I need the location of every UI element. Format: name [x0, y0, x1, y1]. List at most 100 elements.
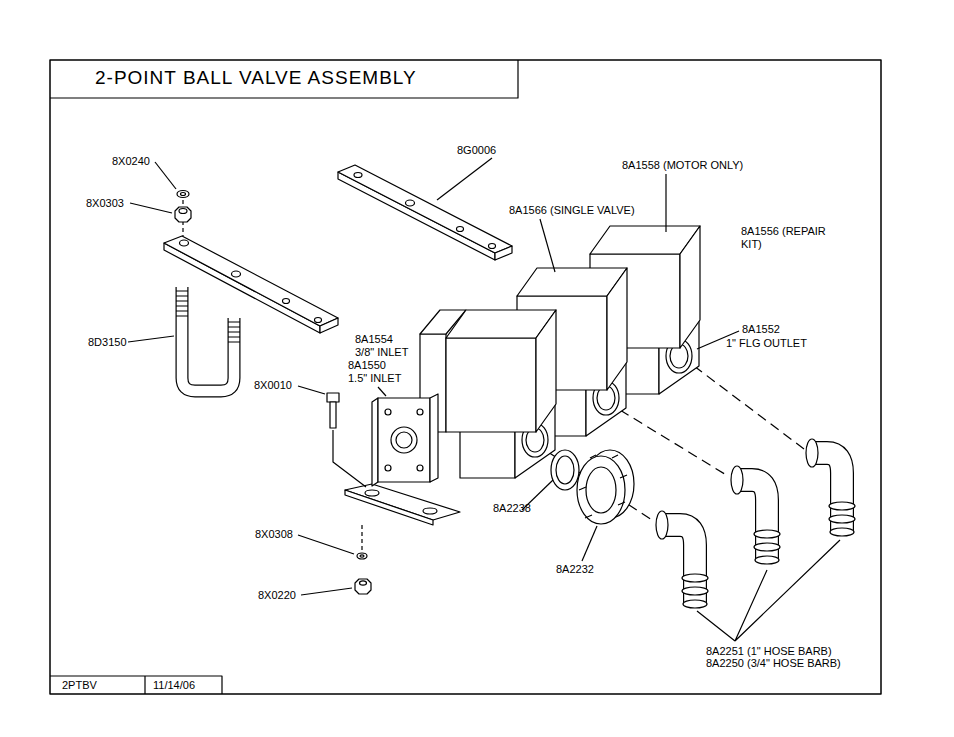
top-bar: [406, 200, 415, 206]
inlet-bracket: [345, 394, 460, 525]
leader-lines: [128, 158, 840, 641]
hose-barbs: [829, 502, 855, 510]
part-number: 8X0010: [254, 379, 292, 392]
leader-lines: [301, 588, 352, 595]
bolt-washer-nut: [360, 555, 364, 557]
sheet-frame: [50, 60, 881, 694]
sheet-frame: [50, 60, 518, 98]
inlet-bracket: [396, 432, 412, 448]
bolt-washer-nut: [357, 553, 367, 559]
inlet-bracket: [417, 465, 423, 471]
bolt-washer-nut: [327, 393, 371, 594]
hose-barbs: [755, 556, 779, 564]
valve-unit-1: [446, 338, 536, 432]
washer-and-nut: [181, 193, 186, 196]
sheet-frame: [50, 676, 222, 694]
mounting-bar: [180, 240, 189, 246]
leader-lines: [540, 219, 555, 272]
dashed-assembly-lines: [694, 366, 804, 449]
leader-lines: [378, 387, 386, 396]
bolt-washer-nut: [327, 393, 339, 402]
hose-barbs: [754, 530, 780, 538]
top-bar: [338, 165, 512, 253]
top-bar: [338, 172, 495, 260]
inlet-bracket: [365, 490, 379, 496]
bolt-washer-nut: [330, 402, 336, 428]
hose-barbs: [656, 439, 855, 608]
top-bar: [495, 246, 512, 260]
bolt-washer-nut: [333, 430, 366, 487]
part-number: 8A1556 (REPAIR KIT): [741, 225, 831, 250]
o-ring: [556, 456, 574, 484]
leader-lines: [437, 158, 492, 200]
u-bolt: [182, 287, 234, 391]
part-number: 8X0240: [112, 155, 150, 168]
bolt-washer-nut: [360, 581, 367, 585]
dashed-assembly-lines: [620, 410, 728, 476]
part-number: 8X0303: [86, 197, 124, 210]
hose-barbs: [656, 511, 668, 539]
part-number: 8D3150: [88, 336, 127, 349]
mounting-bar: [164, 236, 338, 333]
part-number: 8A2232: [556, 563, 594, 576]
part-number: 8G0006: [457, 144, 496, 157]
part-note: 1" FLG OUTLET: [726, 337, 807, 350]
valve-unit-1: [446, 310, 556, 478]
part-number: 8A1552: [742, 323, 780, 336]
part-number: 8X0308: [255, 528, 293, 541]
part-number: 8A2251 (1" HOSE BARB): [706, 645, 832, 658]
o-ring: [551, 450, 579, 490]
drawing-code: 2PTBV: [62, 679, 97, 692]
clamp-nut: [579, 455, 627, 518]
top-bar: [354, 173, 362, 178]
clamp-nut: [586, 467, 616, 513]
hose-barbs: [830, 528, 854, 536]
leader-lines: [155, 162, 176, 189]
inlet-bracket: [423, 508, 437, 514]
leader-lines: [697, 540, 840, 641]
valve-unit-1: [460, 430, 515, 478]
top-bar: [338, 165, 512, 260]
top-bar: [457, 227, 464, 232]
valve-unit-1: [536, 310, 556, 432]
clamp-nut: [577, 450, 634, 524]
hose-barbs: [682, 574, 708, 582]
inlet-bracket: [385, 409, 391, 415]
top-bar: [489, 244, 496, 249]
part-number: 8A1550 1.5" INLET: [348, 359, 405, 384]
leader-lines: [665, 174, 666, 232]
u-bolt: [182, 287, 234, 391]
hose-barbs: [829, 515, 855, 523]
leader-lines: [298, 386, 325, 394]
valve-unit-3: [590, 226, 700, 394]
inlet-bracket: [430, 394, 438, 482]
sheet-title: 2-POINT BALL VALVE ASSEMBLY: [95, 67, 417, 89]
hose-barbs: [731, 466, 743, 494]
part-number: 8A2250 (3/4" HOSE BARB): [706, 657, 841, 670]
valve-unit-3: [680, 226, 700, 348]
washer-and-nut: [175, 191, 191, 237]
hose-barbs: [683, 600, 707, 608]
part-number: 8A2238: [493, 502, 531, 515]
bolt-washer-nut: [355, 579, 371, 594]
mounting-bar: [315, 318, 322, 323]
u-bolt: [176, 287, 240, 391]
inlet-bracket: [372, 398, 378, 486]
leader-lines: [128, 336, 174, 342]
part-number: 8A1558 (MOTOR ONLY): [622, 159, 743, 172]
o-ring: [551, 450, 579, 490]
hose-barbs: [754, 543, 780, 551]
leader-lines: [130, 203, 172, 213]
valve-unit-2: [607, 268, 627, 390]
part-number: 8A1554 3/8" INLET: [355, 333, 412, 358]
hose-barbs: [806, 439, 818, 467]
part-number: 8A1566 (SINGLE VALVE): [509, 204, 635, 217]
inlet-bracket: [417, 409, 423, 415]
washer-and-nut: [179, 209, 187, 214]
inlet-bracket: [385, 465, 391, 471]
drawing-date: 11/14/06: [153, 679, 195, 692]
mounting-bar: [164, 236, 338, 326]
hose-barbs: [682, 587, 708, 595]
